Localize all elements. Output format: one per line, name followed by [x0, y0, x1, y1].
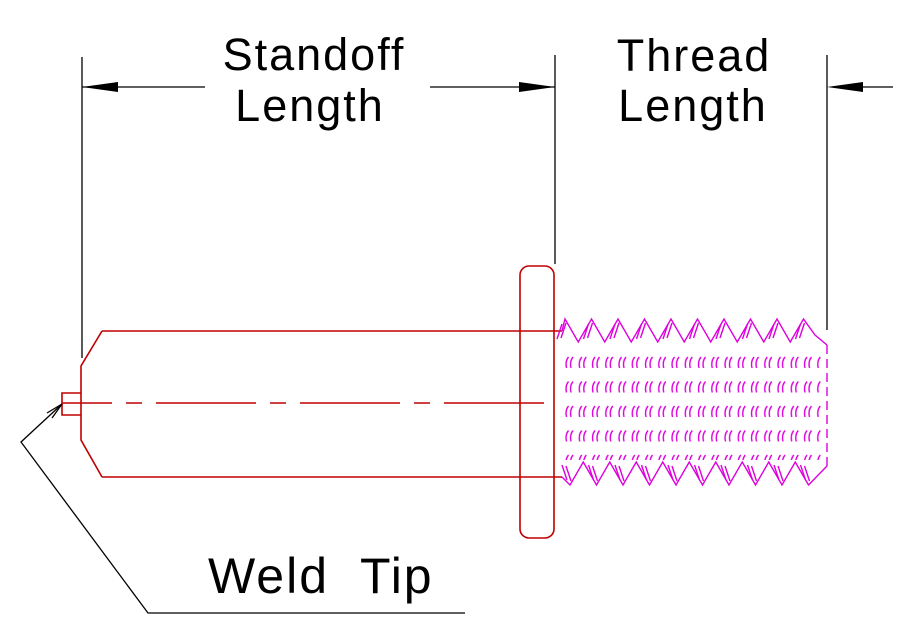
thread-crest-tick — [773, 464, 780, 481]
standoff-label-line2: Length — [235, 80, 385, 131]
thread-crest-tick — [799, 464, 807, 481]
thread-crest-tick — [724, 465, 731, 482]
dimension-thread-length: Thread Length — [617, 30, 893, 330]
arrowhead-right-icon — [519, 82, 555, 92]
thread-top-profile — [561, 317, 828, 346]
thread-crest-tick — [618, 465, 625, 482]
thread-crest-ticks — [556, 322, 811, 482]
thread-crest-tick — [692, 322, 700, 339]
thread-crest-tick — [777, 465, 784, 482]
weld-tip-callout: Weld Tip — [20, 403, 465, 614]
thread-crest-tick — [697, 465, 705, 482]
thread-crest-tick — [693, 464, 701, 481]
thread-crest-tick — [803, 465, 811, 482]
thread-crest-tick — [715, 323, 722, 340]
arrowhead-thread-end-icon — [827, 82, 863, 92]
thread-crest-tick — [688, 323, 696, 340]
thread-crest-tick — [719, 322, 726, 339]
thread-label-line2: Length — [618, 80, 768, 131]
threaded-section — [556, 317, 828, 487]
thread-crest-tick — [671, 465, 678, 482]
thread-crest-tick — [741, 323, 749, 340]
thread-crest-tick — [750, 465, 758, 482]
thread-crest-tick — [561, 464, 568, 481]
thread-crest-tick — [614, 464, 621, 481]
dimension-standoff-length: Standoff Length — [81, 29, 556, 358]
thread-interior-hatch — [563, 347, 821, 460]
weld-tip-label: Weld Tip — [208, 548, 434, 604]
arrowhead-left-icon — [82, 82, 118, 92]
thread-crest-tick — [587, 464, 595, 481]
leader-line — [20, 403, 465, 614]
thread-crest-tick — [746, 464, 754, 481]
thread-crest-tick — [772, 322, 779, 339]
thread-label-line1: Thread — [617, 30, 772, 81]
thread-crest-tick — [644, 465, 652, 482]
thread-crest-tick — [586, 322, 594, 339]
thread-crest-tick — [582, 323, 590, 340]
thread-crest-tick — [560, 322, 567, 339]
thread-crest-tick — [635, 323, 643, 340]
weld-stud-body — [61, 265, 562, 539]
leader-arrowhead-icon — [46, 403, 63, 419]
thread-crest-tick — [565, 465, 572, 482]
thread-crest-tick — [794, 323, 802, 340]
thread-crest-tick — [591, 465, 599, 482]
thread-crest-tick — [745, 322, 753, 339]
thread-crest-tick — [662, 323, 669, 340]
flange-outline — [519, 265, 555, 539]
thread-crest-tick — [667, 464, 674, 481]
thread-crest-tick — [768, 323, 775, 340]
thread-crest-tick — [720, 464, 727, 481]
thread-crest-tick — [639, 322, 647, 339]
thread-crest-tick — [613, 322, 620, 339]
thread-crest-tick — [798, 322, 806, 339]
standoff-label-line1: Standoff — [223, 29, 406, 80]
thread-crest-tick — [609, 323, 616, 340]
thread-crest-tick — [640, 464, 648, 481]
thread-crest-tick — [556, 323, 563, 340]
thread-crest-tick — [666, 322, 673, 339]
